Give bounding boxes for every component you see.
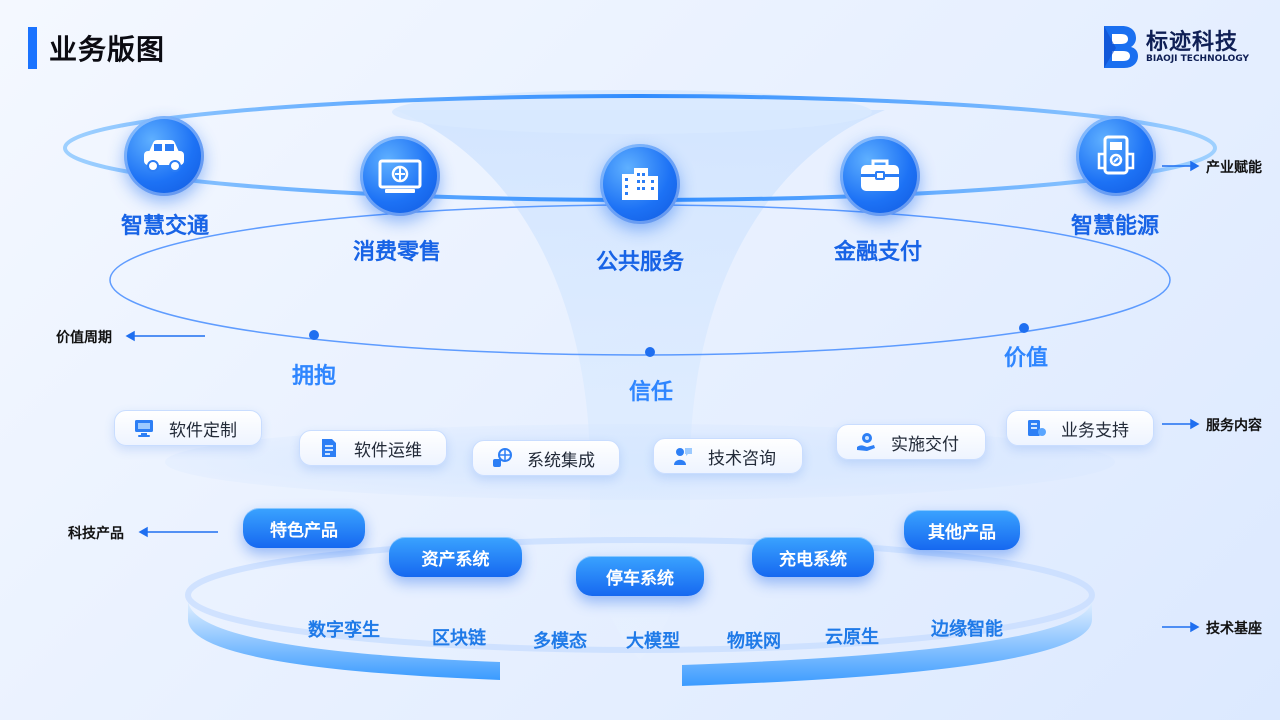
service-pill-software-ops: 软件运维 <box>299 430 447 466</box>
tech-label-multimodal: 多模态 <box>533 631 587 652</box>
service-pill-tech-consult: 技术咨询 <box>653 438 803 474</box>
value-dot-2 <box>645 347 655 357</box>
value-label-embrace: 拥抱 <box>291 364 337 389</box>
value-label-trust: 信任 <box>628 380 674 405</box>
value-dot-3 <box>1019 323 1029 333</box>
product-pill-other: 其他产品 <box>904 510 1020 550</box>
funnel-top <box>392 90 872 134</box>
tech-label-digital-twin: 数字孪生 <box>308 620 380 641</box>
service-label: 技术咨询 <box>708 448 776 469</box>
service-label: 软件运维 <box>354 440 422 461</box>
service-label: 实施交付 <box>891 434 959 455</box>
product-pill-featured: 特色产品 <box>243 508 365 548</box>
charging-meter-icon <box>1097 135 1135 175</box>
industry-circle-finance <box>840 136 920 216</box>
side-label-value-cycle: 价值周期 <box>56 330 112 346</box>
service-pill-delivery: 实施交付 <box>836 424 986 460</box>
product-pill-asset-system: 资产系统 <box>389 537 522 577</box>
value-dot-1 <box>309 330 319 340</box>
car-icon <box>144 140 184 172</box>
delivery-icon <box>857 433 875 451</box>
funnel-shape <box>395 110 885 660</box>
document-icon <box>322 439 336 457</box>
industry-label-energy: 智慧能源 <box>1070 214 1160 239</box>
page-title: 业务版图 <box>28 27 165 69</box>
computer-icon <box>135 420 153 437</box>
tech-label-edge-intelligence: 边缘智能 <box>931 619 1003 640</box>
tech-label-blockchain: 区块链 <box>432 628 486 649</box>
product-pill-parking-system: 停车系统 <box>576 556 704 596</box>
service-pill-business-support: 业务支持 <box>1006 410 1154 446</box>
support-icon <box>1028 420 1046 436</box>
toolbox-icon <box>861 159 899 191</box>
logo-b-icon <box>1104 26 1138 68</box>
tech-label-iot: 物联网 <box>727 631 781 652</box>
title-accent-bar <box>28 27 37 69</box>
tech-base-right <box>682 600 1092 686</box>
industry-label-traffic: 智慧交通 <box>120 214 210 239</box>
tech-label-large-model: 大模型 <box>626 631 680 652</box>
industry-circle-energy <box>1076 116 1156 196</box>
service-pill-software-custom: 软件定制 <box>114 410 262 446</box>
service-label: 系统集成 <box>527 450 595 471</box>
industry-label-retail: 消费零售 <box>352 240 442 265</box>
industry-label-finance: 金融支付 <box>833 240 923 265</box>
retail-terminal-icon <box>378 159 422 193</box>
integration-icon <box>493 448 512 467</box>
value-label-value: 价值 <box>1003 346 1049 371</box>
company-logo: 标迹科技 BIAOJI TECHNOLOGY <box>1102 24 1262 70</box>
product-pill-charging-system: 充电系统 <box>752 537 874 577</box>
tech-base-left <box>188 600 500 680</box>
side-label-industry: 产业赋能 <box>1206 160 1262 176</box>
building-icon <box>622 168 658 200</box>
industry-circle-traffic <box>124 116 204 196</box>
industry-label-public: 公共服务 <box>595 250 685 275</box>
consult-icon <box>674 448 692 465</box>
side-arrows <box>125 160 1200 633</box>
service-label: 软件定制 <box>169 420 237 441</box>
side-label-product: 科技产品 <box>68 526 124 542</box>
logo-name-cn: 标迹科技 <box>1146 30 1239 55</box>
industry-circle-public <box>600 144 680 224</box>
side-label-service: 服务内容 <box>1206 418 1262 434</box>
tech-base-rim <box>185 537 1095 653</box>
service-pill-system-integration: 系统集成 <box>472 440 620 476</box>
page-title-text: 业务版图 <box>49 33 166 66</box>
service-label: 业务支持 <box>1061 420 1129 441</box>
industry-circle-retail <box>360 136 440 216</box>
logo-name-en: BIAOJI TECHNOLOGY <box>1146 54 1250 64</box>
tech-label-cloud-native: 云原生 <box>825 627 879 648</box>
side-label-tech: 技术基座 <box>1206 621 1262 637</box>
